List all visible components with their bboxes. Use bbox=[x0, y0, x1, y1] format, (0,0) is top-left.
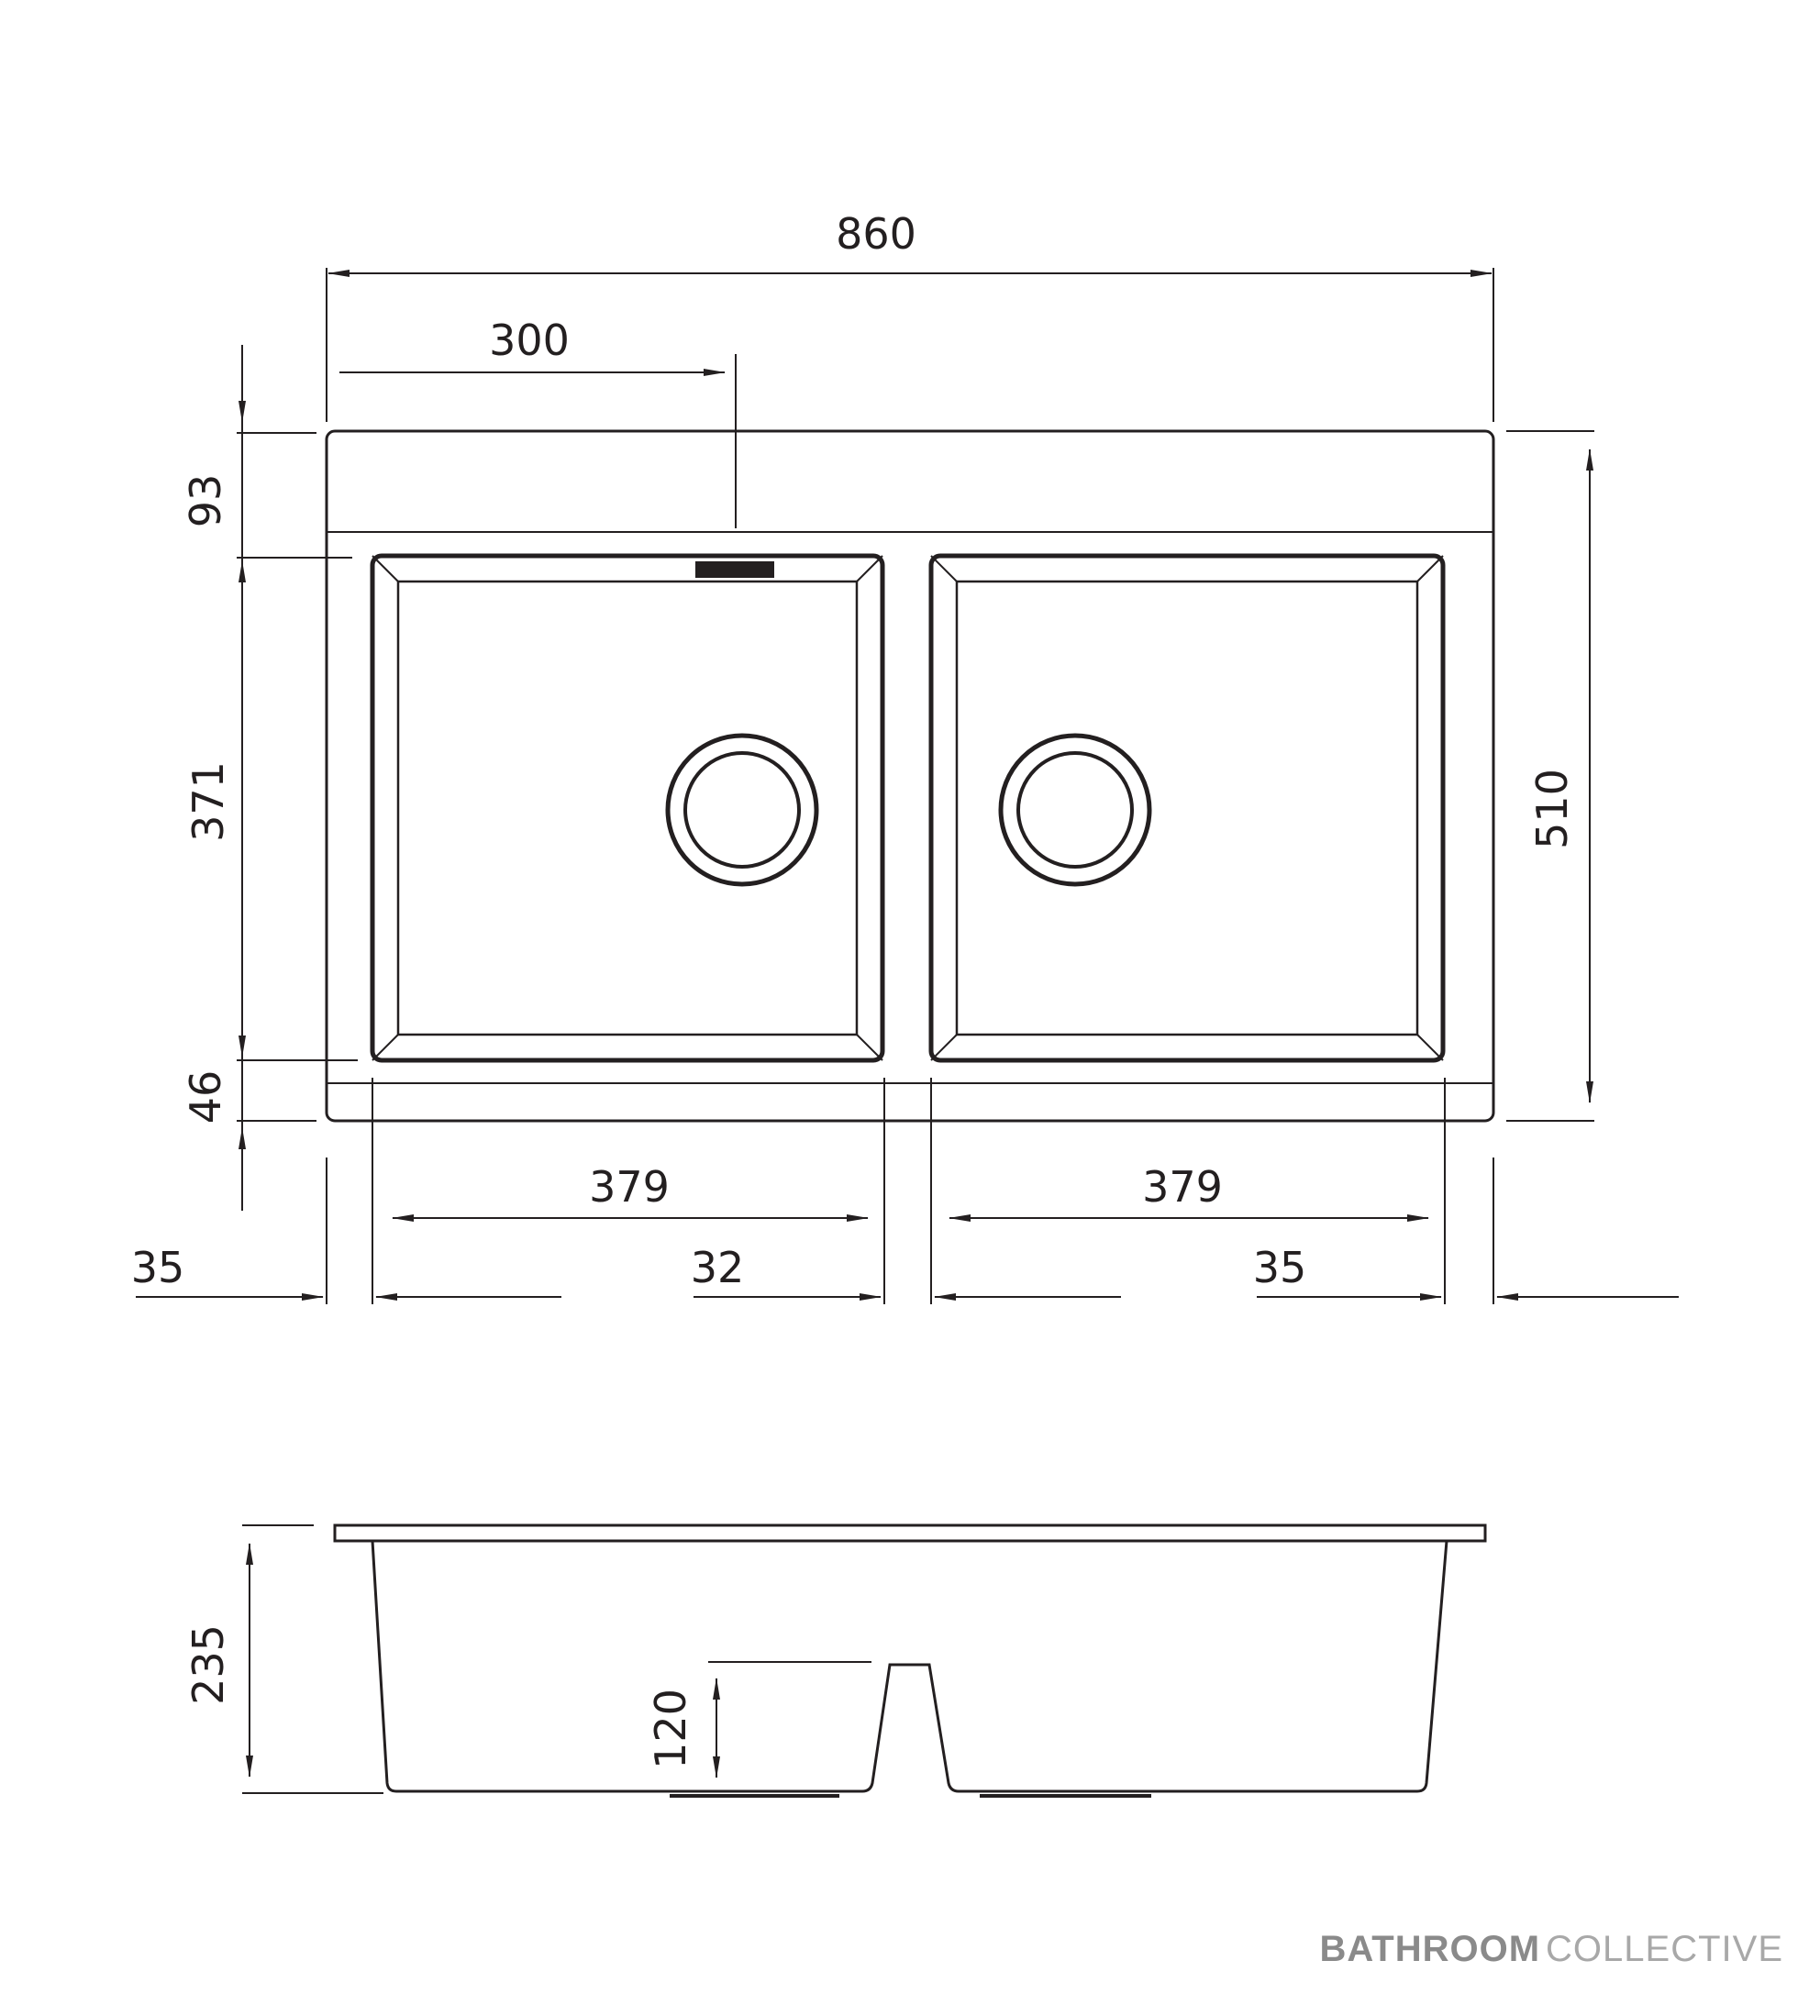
dim-left-bowl-width: 379 bbox=[589, 1162, 670, 1212]
dim-left-edge: 35 bbox=[131, 1243, 185, 1292]
dim-overall-depth: 510 bbox=[1527, 769, 1577, 849]
sink-deck-outline bbox=[325, 429, 1495, 1123]
brand-name-light: COLLECTIVE bbox=[1546, 1929, 1783, 1969]
dim-right-bowl-width: 379 bbox=[1142, 1162, 1223, 1212]
left-drain-icon bbox=[665, 733, 819, 887]
dim-bowl-depth: 371 bbox=[183, 761, 233, 842]
dim-bottom-margin: 46 bbox=[181, 1070, 230, 1124]
dim-top-margin: 93 bbox=[181, 474, 230, 528]
dim-right-edge: 35 bbox=[1253, 1243, 1307, 1292]
brand-name-bold: BATHROOM bbox=[1319, 1929, 1541, 1969]
section-view bbox=[333, 1523, 1487, 1798]
left-bowl bbox=[370, 553, 885, 1063]
right-bowl bbox=[928, 553, 1446, 1063]
overflow-slot bbox=[695, 561, 774, 578]
right-drain-icon bbox=[998, 733, 1152, 887]
dim-total-height: 235 bbox=[183, 1624, 233, 1705]
section-bowls-profile bbox=[371, 1540, 1448, 1793]
dim-overall-width: 860 bbox=[836, 209, 916, 259]
section-flange bbox=[333, 1523, 1487, 1543]
plan-view bbox=[325, 429, 1495, 1123]
plan-dimensions: 860 300 93 371 46 510 379 379 bbox=[131, 209, 1679, 1304]
dim-tap-offset: 300 bbox=[489, 316, 570, 365]
section-dimensions: 235 120 bbox=[183, 1524, 871, 1794]
dim-divider-height: 120 bbox=[646, 1689, 695, 1769]
dim-center-divider: 32 bbox=[691, 1243, 745, 1292]
